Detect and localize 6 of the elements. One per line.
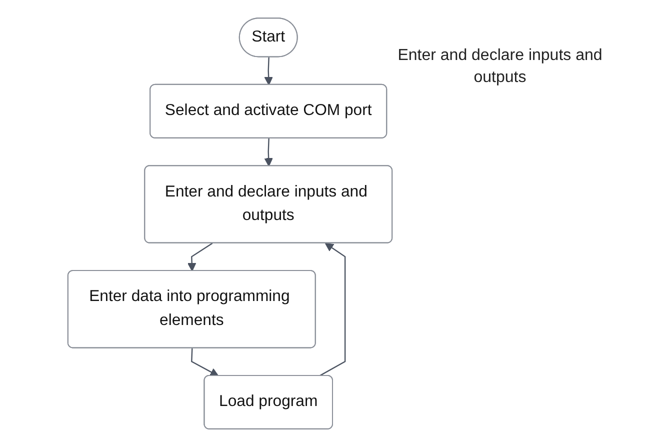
arrow xyxy=(264,138,273,166)
arrow xyxy=(191,348,219,376)
note-text: Enter and declare inputs and outputs xyxy=(396,46,604,88)
arrow xyxy=(264,57,273,86)
arrow xyxy=(188,242,213,272)
arrow xyxy=(319,242,346,376)
